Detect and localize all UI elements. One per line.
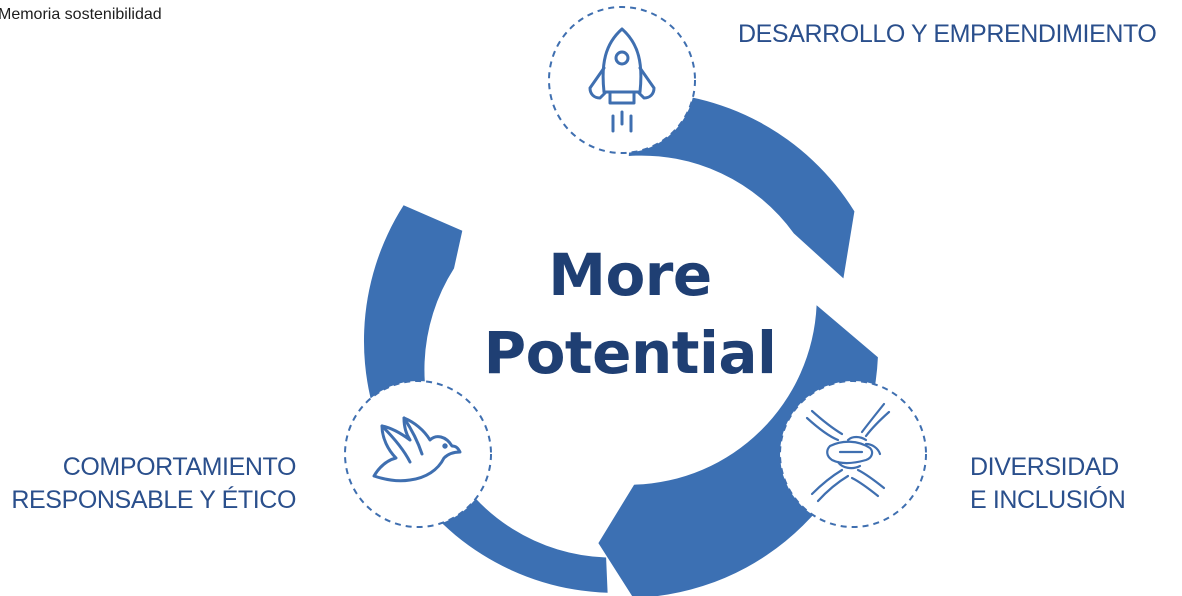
node-left-circle — [344, 380, 492, 528]
center-title: More Potential — [460, 236, 800, 392]
ring-segment-right — [628, 92, 855, 279]
label-comportamiento: COMPORTAMIENTO RESPONSABLE Y ÉTICO — [0, 451, 296, 517]
rocket-icon — [588, 27, 656, 133]
ring-segment-bottom — [598, 305, 878, 596]
label-desarrollo: DESARROLLO Y EMPRENDIMIENTO — [738, 18, 1157, 51]
center-title-line2: Potential — [483, 319, 777, 387]
dove-icon — [372, 416, 462, 483]
label-comportamiento-line1: COMPORTAMIENTO — [62, 453, 297, 481]
node-left — [344, 380, 492, 528]
node-top-circle — [548, 6, 696, 154]
center-title-line1: More — [548, 241, 712, 309]
document-title: Memoria sostenibilidad — [0, 6, 162, 23]
stacked-hands-icon — [805, 402, 891, 503]
label-comportamiento-line2: RESPONSABLE Y ÉTICO — [11, 486, 296, 514]
node-right — [779, 380, 927, 528]
node-top — [548, 6, 696, 154]
label-diversidad-line2: E INCLUSIÓN — [970, 486, 1126, 514]
node-right-circle — [779, 380, 927, 528]
label-desarrollo-line1: DESARROLLO Y EMPRENDIMIENTO — [738, 20, 1157, 48]
label-diversidad-line1: DIVERSIDAD — [970, 453, 1119, 481]
label-diversidad: DIVERSIDAD E INCLUSIÓN — [970, 451, 1126, 517]
